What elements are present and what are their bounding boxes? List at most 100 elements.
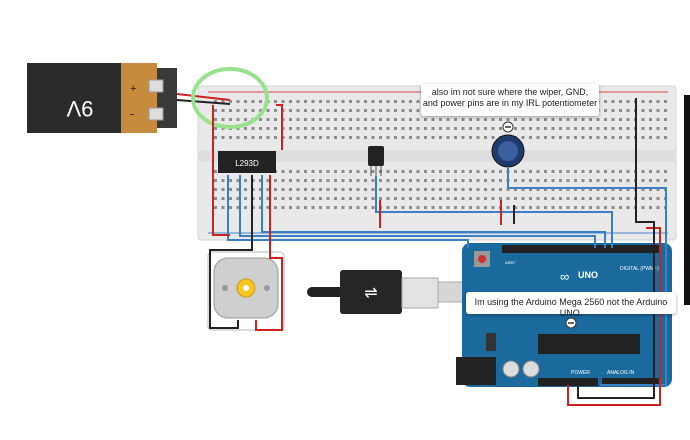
breadboard-hole[interactable] bbox=[626, 127, 630, 130]
breadboard-hole[interactable] bbox=[454, 206, 457, 209]
breadboard-hole[interactable] bbox=[521, 188, 525, 191]
breadboard-hole[interactable] bbox=[521, 170, 525, 173]
breadboard-hole[interactable] bbox=[559, 127, 562, 130]
breadboard-hole[interactable] bbox=[356, 170, 360, 173]
breadboard-hole[interactable] bbox=[251, 109, 255, 112]
breadboard-hole[interactable] bbox=[259, 206, 262, 209]
breadboard-hole[interactable] bbox=[214, 170, 217, 173]
breadboard-hole[interactable] bbox=[514, 197, 517, 200]
breadboard-hole[interactable] bbox=[469, 206, 472, 209]
breadboard-hole[interactable] bbox=[394, 127, 397, 130]
breadboard-hole[interactable] bbox=[619, 100, 622, 103]
breadboard-hole[interactable] bbox=[619, 206, 622, 209]
breadboard-hole[interactable] bbox=[626, 197, 630, 200]
breadboard-hole[interactable] bbox=[244, 206, 247, 209]
breadboard-hole[interactable] bbox=[244, 197, 247, 200]
breadboard-hole[interactable] bbox=[274, 100, 277, 103]
breadboard-hole[interactable] bbox=[311, 118, 315, 121]
breadboard-hole[interactable] bbox=[341, 197, 345, 200]
breadboard-hole[interactable] bbox=[596, 206, 600, 209]
breadboard-hole[interactable] bbox=[529, 170, 532, 173]
breadboard-hole[interactable] bbox=[484, 197, 487, 200]
breadboard-hole[interactable] bbox=[574, 179, 577, 182]
breadboard-hole[interactable] bbox=[461, 188, 465, 191]
breadboard-hole[interactable] bbox=[461, 197, 465, 200]
breadboard-hole[interactable] bbox=[289, 206, 292, 209]
breadboard-hole[interactable] bbox=[356, 109, 360, 112]
breadboard-hole[interactable] bbox=[259, 118, 262, 121]
breadboard-hole[interactable] bbox=[544, 206, 547, 209]
breadboard-hole[interactable] bbox=[589, 127, 592, 130]
breadboard-hole[interactable] bbox=[229, 136, 232, 139]
breadboard-hole[interactable] bbox=[356, 179, 360, 182]
breadboard-hole[interactable] bbox=[641, 179, 645, 182]
breadboard-hole[interactable] bbox=[386, 170, 390, 173]
breadboard-hole[interactable] bbox=[386, 188, 390, 191]
breadboard-hole[interactable] bbox=[476, 127, 480, 130]
breadboard-hole[interactable] bbox=[506, 197, 510, 200]
breadboard-hole[interactable] bbox=[409, 170, 412, 173]
breadboard-hole[interactable] bbox=[529, 136, 532, 139]
breadboard-hole[interactable] bbox=[566, 136, 570, 139]
breadboard-hole[interactable] bbox=[334, 170, 337, 173]
breadboard-hole[interactable] bbox=[536, 127, 540, 130]
breadboard-hole[interactable] bbox=[461, 118, 465, 121]
breadboard-hole[interactable] bbox=[641, 100, 645, 103]
breadboard-hole[interactable] bbox=[296, 188, 300, 191]
breadboard-hole[interactable] bbox=[311, 197, 315, 200]
breadboard-hole[interactable] bbox=[416, 179, 420, 182]
breadboard-hole[interactable] bbox=[221, 118, 225, 121]
breadboard-hole[interactable] bbox=[446, 197, 450, 200]
breadboard-hole[interactable] bbox=[611, 206, 615, 209]
breadboard-hole[interactable] bbox=[514, 206, 517, 209]
breadboard-hole[interactable] bbox=[341, 179, 345, 182]
breadboard-hole[interactable] bbox=[439, 197, 442, 200]
breadboard-hole[interactable] bbox=[491, 127, 495, 130]
breadboard-hole[interactable] bbox=[371, 118, 375, 121]
breadboard-hole[interactable] bbox=[364, 206, 367, 209]
breadboard-hole[interactable] bbox=[229, 179, 232, 182]
breadboard-hole[interactable] bbox=[409, 197, 412, 200]
breadboard-hole[interactable] bbox=[401, 100, 405, 103]
breadboard-hole[interactable] bbox=[491, 206, 495, 209]
breadboard-hole[interactable] bbox=[349, 136, 352, 139]
breadboard-hole[interactable] bbox=[334, 118, 337, 121]
breadboard-hole[interactable] bbox=[439, 170, 442, 173]
breadboard-hole[interactable] bbox=[454, 127, 457, 130]
breadboard-hole[interactable] bbox=[439, 127, 442, 130]
breadboard-hole[interactable] bbox=[536, 170, 540, 173]
breadboard-hole[interactable] bbox=[356, 118, 360, 121]
breadboard-hole[interactable] bbox=[611, 170, 615, 173]
breadboard-hole[interactable] bbox=[649, 188, 652, 191]
wire-blue-3[interactable] bbox=[261, 175, 606, 248]
breadboard-hole[interactable] bbox=[589, 197, 592, 200]
breadboard-hole[interactable] bbox=[619, 118, 622, 121]
breadboard-hole[interactable] bbox=[371, 197, 375, 200]
breadboard-hole[interactable] bbox=[319, 179, 322, 182]
breadboard-hole[interactable] bbox=[416, 170, 420, 173]
breadboard-hole[interactable] bbox=[581, 206, 585, 209]
breadboard-hole[interactable] bbox=[304, 197, 307, 200]
breadboard-hole[interactable] bbox=[589, 188, 592, 191]
breadboard-hole[interactable] bbox=[244, 109, 247, 112]
breadboard-hole[interactable] bbox=[371, 170, 375, 173]
breadboard-hole[interactable] bbox=[281, 188, 285, 191]
breadboard-hole[interactable] bbox=[641, 118, 645, 121]
breadboard-hole[interactable] bbox=[611, 197, 615, 200]
breadboard-hole[interactable] bbox=[304, 127, 307, 130]
breadboard-hole[interactable] bbox=[259, 197, 262, 200]
breadboard-hole[interactable] bbox=[356, 100, 360, 103]
wire-red-5[interactable] bbox=[567, 227, 661, 406]
breadboard-hole[interactable] bbox=[424, 188, 427, 191]
breadboard-hole[interactable] bbox=[296, 100, 300, 103]
breadboard-hole[interactable] bbox=[236, 197, 240, 200]
breadboard-hole[interactable] bbox=[506, 188, 510, 191]
breadboard-hole[interactable] bbox=[566, 188, 570, 191]
breadboard-hole[interactable] bbox=[416, 127, 420, 130]
breadboard-hole[interactable] bbox=[551, 197, 555, 200]
breadboard-hole[interactable] bbox=[229, 109, 232, 112]
breadboard-hole[interactable] bbox=[604, 127, 607, 130]
breadboard-hole[interactable] bbox=[431, 170, 435, 173]
breadboard-hole[interactable] bbox=[319, 136, 322, 139]
breadboard-hole[interactable] bbox=[251, 100, 255, 103]
